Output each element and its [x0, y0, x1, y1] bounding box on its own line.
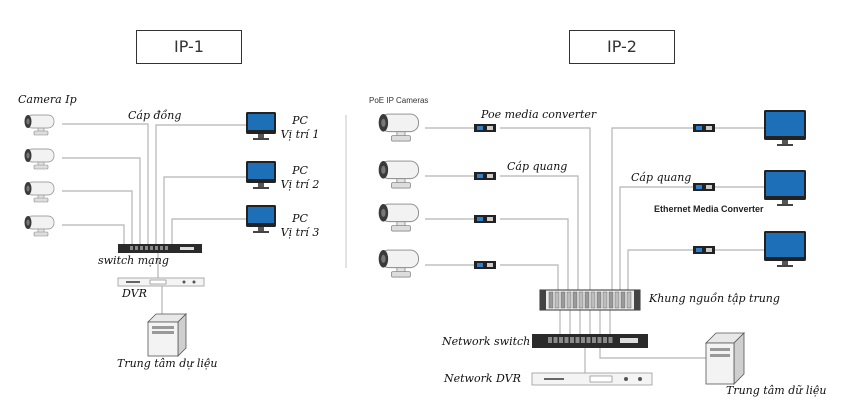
wire-pc3-switch	[171, 218, 246, 244]
pc2-label: PC Vị trí 2	[280, 164, 320, 192]
cctv-camera-icon	[24, 148, 55, 170]
pc1-location: Vị trí 1	[280, 128, 320, 141]
pc-monitor-icon	[764, 231, 806, 267]
ip2-rack-label: Khung nguồn tập trung	[649, 292, 780, 305]
cctv-camera-icon	[24, 114, 55, 136]
wire-nsw-server	[599, 348, 706, 359]
pc-monitor-icon	[246, 205, 276, 233]
ip2-eth-converter-label: Ethernet Media Converter	[654, 204, 764, 214]
camera-group-ip2	[378, 113, 419, 278]
cctv-camera-icon	[378, 249, 419, 278]
ip2-camera-label: PoE IP Cameras	[369, 96, 429, 105]
media-converter-icon	[474, 215, 496, 223]
ip1-switch-label: switch mạng	[98, 254, 169, 267]
network-switch-icon-ip2	[532, 334, 648, 348]
ip2-title: IP-2	[607, 37, 637, 56]
pc-monitor-icon	[246, 112, 276, 140]
pc3-label: PC Vị trí 3	[280, 212, 320, 240]
ip1-camera-label: Camera Ip	[18, 93, 77, 106]
cctv-camera-icon	[24, 181, 55, 203]
ip2-fiber-label-pc: Cáp quang	[631, 171, 692, 184]
wire-pc2-switch	[163, 176, 246, 244]
cctv-camera-icon	[378, 203, 419, 232]
wire-pc1-switch	[155, 124, 246, 244]
pc3-name: PC	[292, 212, 308, 225]
pc-monitor-icon	[246, 161, 276, 189]
ip1-dvr-label: DVR	[122, 287, 147, 300]
network-switch-icon	[118, 244, 202, 253]
ip2-fiber-label-cam: Cáp quang	[507, 160, 568, 173]
wire-cam4-switch	[62, 224, 125, 244]
cctv-camera-icon	[378, 160, 419, 189]
media-converter-icon	[693, 246, 715, 254]
pc3-location: Vị trí 3	[280, 226, 320, 239]
pc2-location: Vị trí 2	[280, 178, 320, 191]
wire-eth4-rack	[611, 127, 693, 290]
camera-group-ip1	[24, 114, 55, 237]
network-dvr-icon	[531, 372, 653, 386]
ip1-title-box: IP-1	[136, 30, 242, 64]
cctv-camera-icon	[378, 113, 419, 142]
pc-monitor-icon	[764, 170, 806, 206]
wire-cam1-switch	[62, 123, 149, 244]
fiber-chassis-icon	[539, 289, 641, 311]
ip1-cable-label: Cáp đồng	[128, 109, 182, 122]
ip1-server-label: Trung tâm dự liệu	[117, 357, 218, 370]
cctv-camera-icon	[24, 215, 55, 237]
media-converter-icon	[474, 261, 496, 269]
dvr-recorder-icon	[117, 277, 205, 287]
media-converter-icon	[693, 183, 715, 191]
server-tower-icon-ip2	[705, 332, 745, 385]
wire-conv6-rack	[500, 175, 579, 290]
wire-eth5-rack	[619, 186, 693, 290]
pc1-label: PC Vị trí 1	[280, 114, 320, 142]
ip2-dvr-label: Network DVR	[444, 372, 521, 385]
ip1-title: IP-1	[174, 37, 204, 56]
pc-monitor-icon	[764, 110, 806, 146]
wire-cam3-switch	[62, 190, 133, 244]
media-converter-icon	[474, 124, 496, 132]
wire-eth6-rack	[627, 249, 693, 290]
media-converter-icon	[474, 172, 496, 180]
pc1-name: PC	[292, 114, 308, 127]
ip2-switch-label: Network switch	[442, 335, 531, 348]
server-tower-icon	[147, 313, 187, 357]
media-converter-icon	[693, 124, 715, 132]
wire-conv7-rack	[500, 218, 569, 290]
ip2-server-label: Trung tâm dữ liệu	[726, 384, 827, 397]
wire-cam2-switch	[62, 157, 141, 244]
wire-conv5-rack	[500, 127, 591, 290]
wire-conv8-rack	[500, 264, 559, 290]
ip2-title-box: IP-2	[569, 30, 675, 64]
ip2-converter-label: Poe media converter	[481, 108, 597, 121]
pc2-name: PC	[292, 164, 308, 177]
